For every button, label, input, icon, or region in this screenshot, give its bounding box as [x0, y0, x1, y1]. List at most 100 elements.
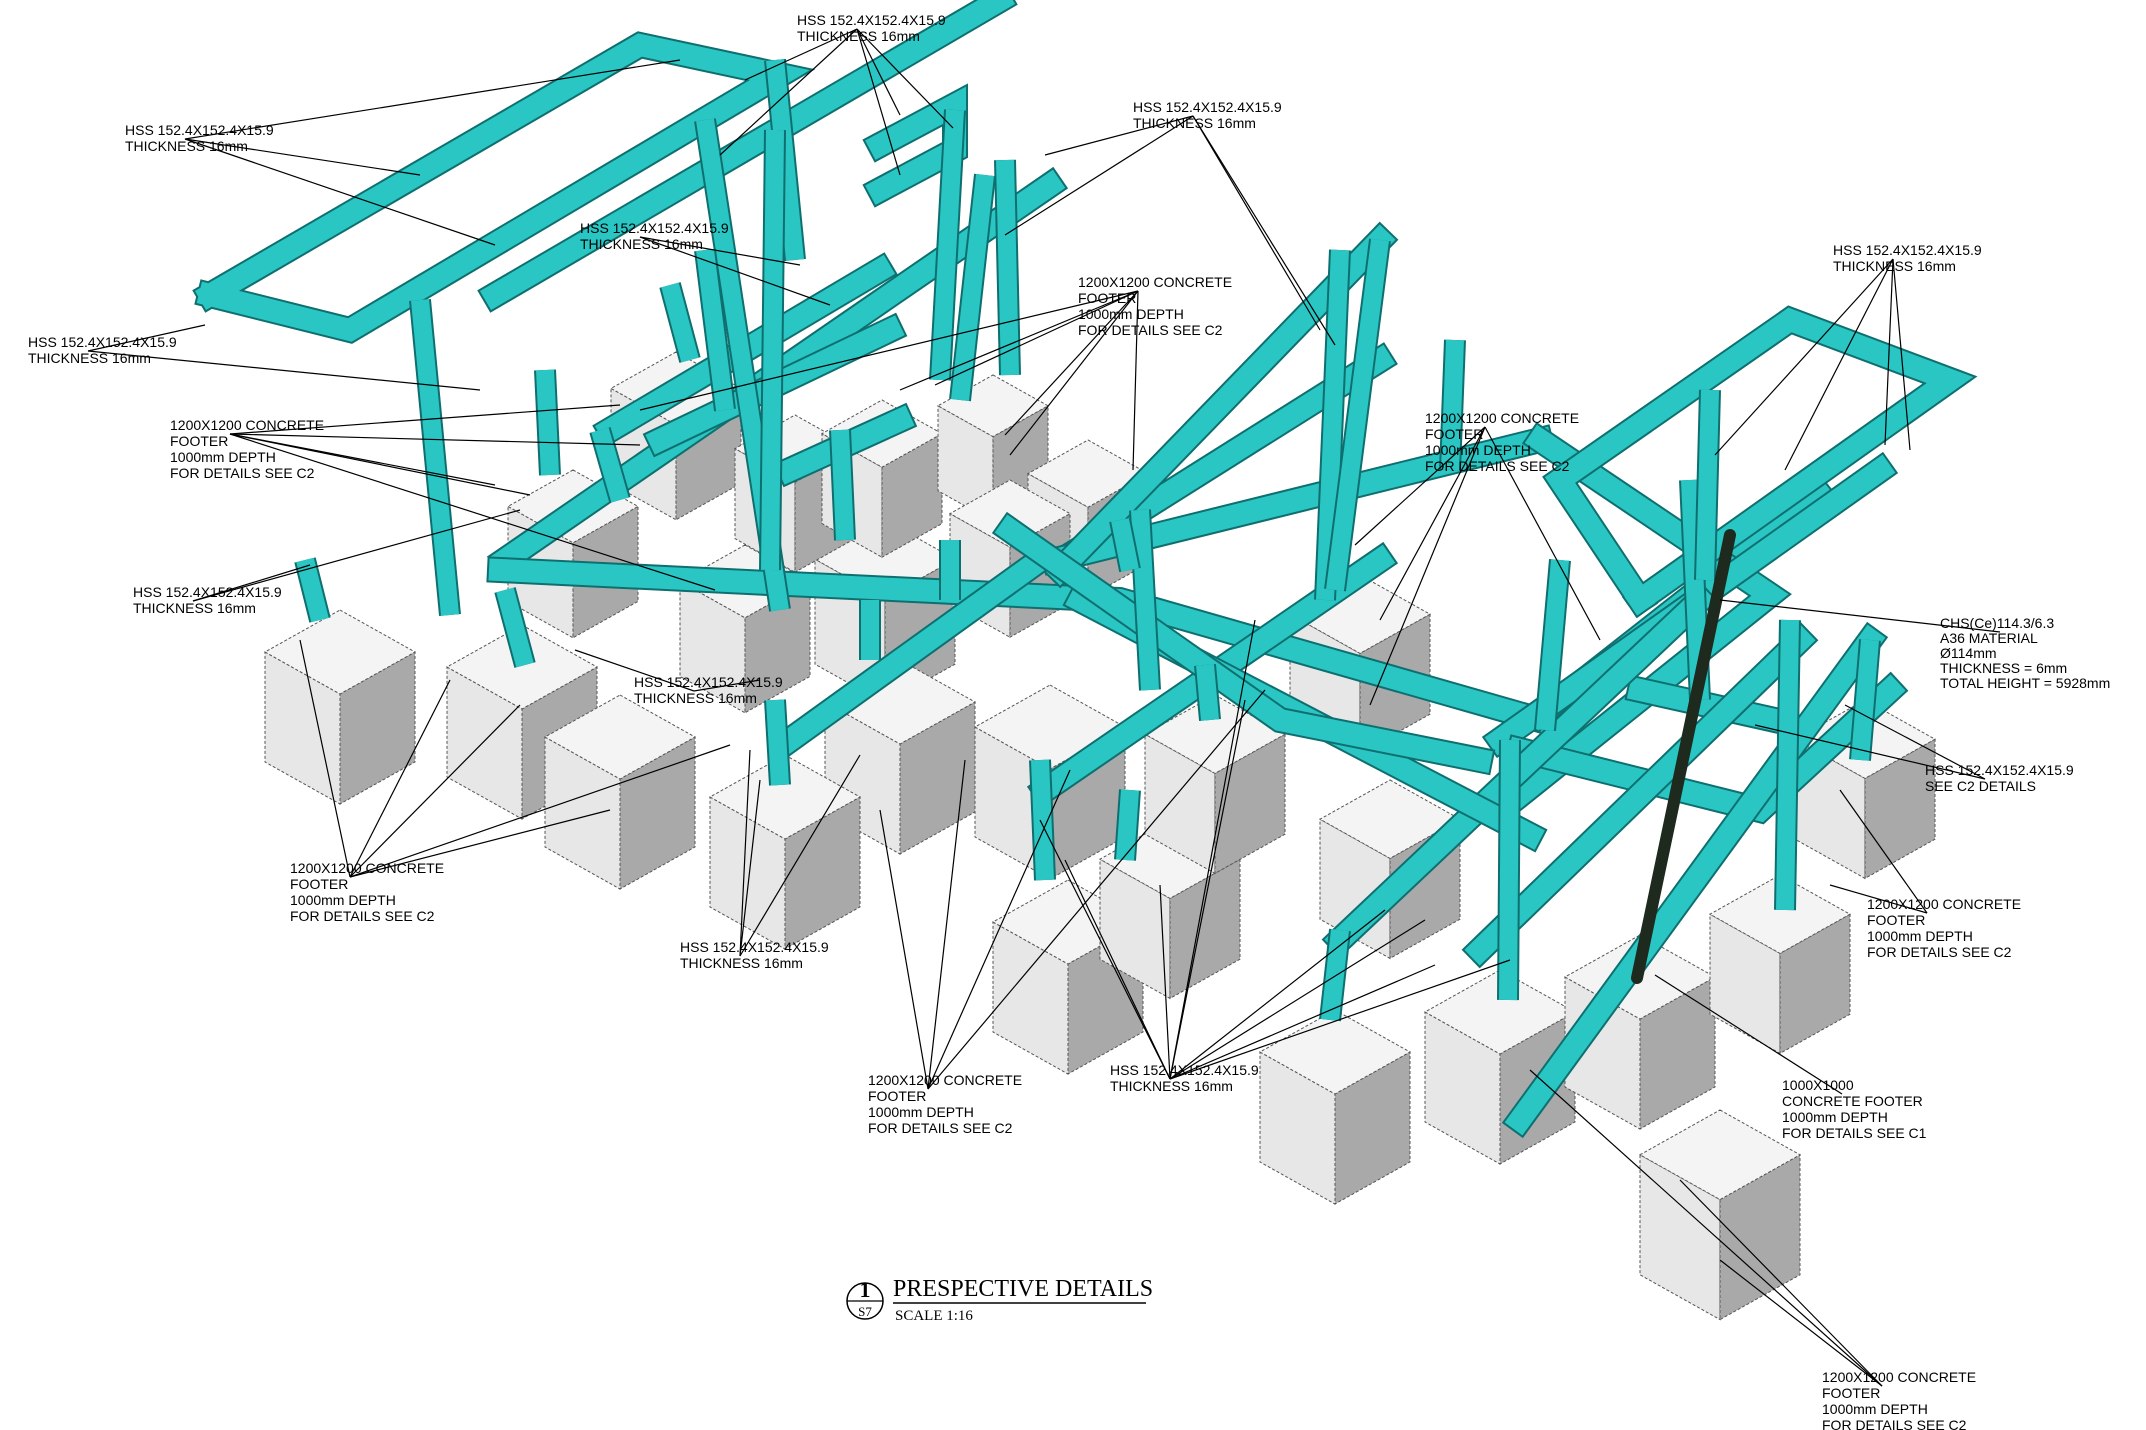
footer-face-top: [1258, 1009, 1412, 1095]
callout-line: 1000mm DEPTH: [1425, 442, 1531, 458]
hss-column: [1116, 789, 1139, 861]
callout-line: HSS 152.4X152.4X15.9: [125, 122, 274, 138]
callout-line: HSS 152.4X152.4X15.9: [1925, 762, 2074, 778]
leader-line: [639, 290, 1139, 411]
hss-column: [761, 129, 784, 571]
callout-line: THICKNESS 16mm: [1833, 258, 1956, 274]
footer-face-top: [543, 694, 697, 780]
leader-line: [349, 679, 451, 878]
hss-column: [1441, 339, 1464, 471]
callout-line: 1200X1200 CONCRETE: [1867, 896, 2021, 912]
drawing-scale: SCALE 1:16: [895, 1308, 973, 1324]
concrete-footer: [263, 609, 417, 805]
callout-line: FOR DETAILS SEE C2: [290, 908, 435, 924]
leader-line: [349, 744, 731, 878]
callout-line: THICKNESS 16mm: [1110, 1078, 1233, 1094]
callout-line: THICKNESS 16mm: [680, 955, 803, 971]
leader-line: [927, 759, 966, 1090]
leader-line: [739, 749, 751, 957]
leader-line: [1064, 859, 1171, 1080]
callout-line: HSS 152.4X152.4X15.9: [580, 220, 729, 236]
callout-line: 1200X1200 CONCRETE: [1425, 410, 1579, 426]
leader-line: [1844, 704, 1986, 780]
leader-line: [1169, 964, 1436, 1080]
leader-line: [1679, 1179, 1883, 1387]
leader-line: [1169, 909, 1386, 1080]
leader-line: [299, 639, 351, 878]
leader-line: [87, 350, 481, 391]
hss-column: [1776, 619, 1799, 911]
callout-line: FOR DETAILS SEE C2: [1822, 1417, 1967, 1430]
leader-line: [856, 28, 954, 129]
leader-line: [1159, 884, 1171, 1080]
callout-line: FOOTER: [290, 876, 348, 892]
callout-line: 1200X1200 CONCRETE: [1078, 274, 1232, 290]
leader-line: [1884, 258, 1894, 446]
callout-line: THICKNESS 16mm: [1133, 115, 1256, 131]
leader-line: [1354, 426, 1486, 546]
footer-face-right: [1864, 738, 1936, 880]
leader-line: [1132, 290, 1139, 471]
sheet-reference: S7: [858, 1304, 872, 1319]
callout-line: HSS 152.4X152.4X15.9: [133, 584, 282, 600]
leader-line: [1484, 426, 1601, 641]
leader-line: [739, 754, 861, 957]
leader-line: [1784, 258, 1894, 471]
hss-column: [411, 299, 459, 616]
hss-column: [1316, 249, 1349, 601]
leader-line: [1839, 789, 1928, 914]
leader-line: [934, 290, 1139, 386]
footer-face-top: [445, 624, 599, 710]
hss-column: [1131, 509, 1159, 691]
footer-face-top: [263, 609, 417, 695]
leader-line: [349, 704, 521, 878]
hss-beam: [1504, 624, 1886, 1136]
hss-beam: [1626, 676, 1789, 734]
callout-line: HSS 152.4X152.4X15.9: [1110, 1062, 1259, 1078]
callout-line: Ø114mm: [1940, 645, 1997, 661]
leader-line: [1169, 959, 1511, 1080]
leader-line: [856, 28, 901, 176]
leader-line: [1192, 115, 1336, 346]
hss-column: [591, 427, 629, 503]
callout-line: FOOTER: [1425, 426, 1483, 442]
callout-line: FOOTER: [1078, 290, 1136, 306]
footer-face-top: [1638, 1109, 1802, 1201]
callout-line: CHS(Ce)114.3/6.3: [1940, 615, 2054, 631]
callout-line: 1000mm DEPTH: [1822, 1401, 1928, 1417]
hss-beam: [994, 514, 1493, 773]
leader-line: [184, 59, 681, 140]
footer-face-right: [1214, 733, 1286, 875]
leader-line: [1039, 819, 1171, 1080]
footer-face-top: [1708, 874, 1852, 954]
callout-line: THICKNESS 16mm: [133, 600, 256, 616]
callout-line: FOOTER: [868, 1088, 926, 1104]
callout-line: 1000mm DEPTH: [868, 1104, 974, 1120]
leader-line: [639, 236, 801, 266]
drawing-title: PRESPECTIVE DETAILS: [893, 1276, 1153, 1302]
callout-line: FOR DETAILS SEE C2: [868, 1120, 1013, 1136]
hss-beam: [1504, 424, 1789, 811]
callout-line: 1200X1200 CONCRETE: [1822, 1369, 1976, 1385]
steel-framing: [192, 0, 1978, 1139]
leader-line: [1369, 426, 1486, 706]
leader-line: [1169, 619, 1256, 1080]
leader-line: [719, 28, 858, 156]
hss-column: [951, 174, 994, 401]
hss-beam: [479, 0, 1016, 311]
callout-line: 1000mm DEPTH: [1782, 1109, 1888, 1125]
leader-line: [229, 433, 531, 496]
leader-line: [1009, 290, 1139, 456]
